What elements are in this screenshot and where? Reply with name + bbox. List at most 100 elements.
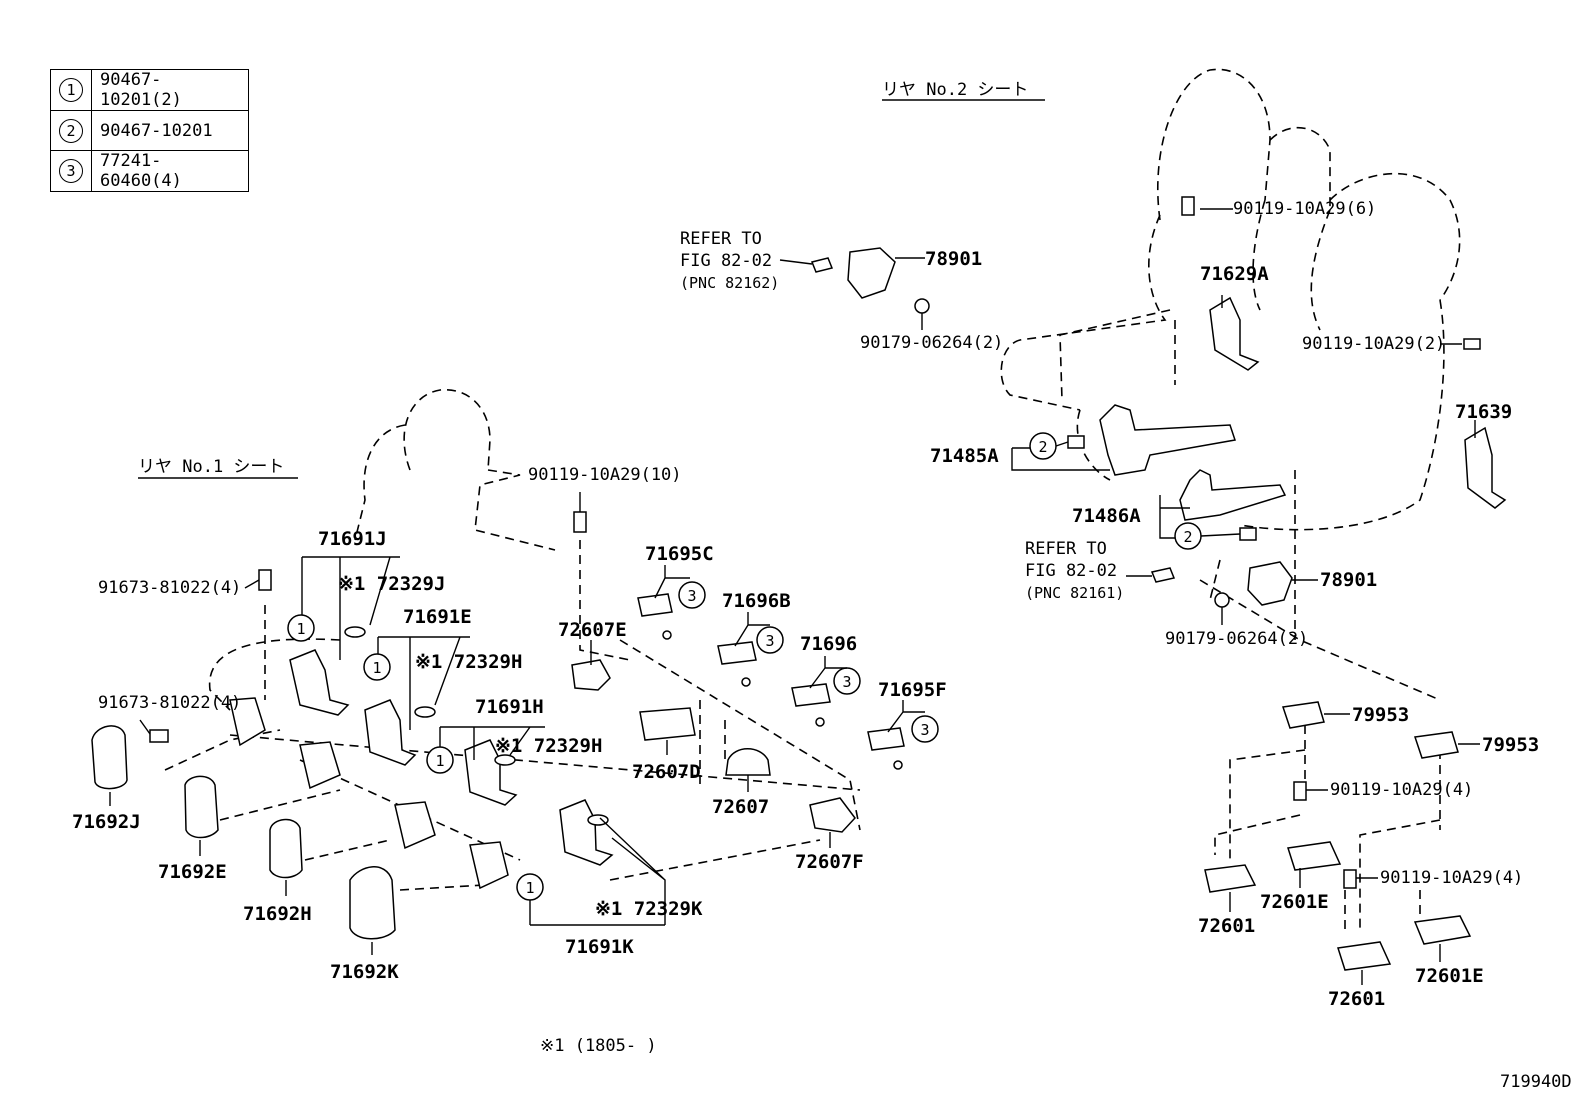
part-label[interactable]: 71486A bbox=[1072, 505, 1141, 527]
part-72607F[interactable] bbox=[809, 797, 856, 833]
part-label[interactable]: 79953 bbox=[1482, 734, 1539, 756]
part-72607E[interactable] bbox=[571, 659, 611, 691]
part-71692H[interactable] bbox=[269, 818, 303, 879]
part-label[interactable]: 91673-81022(4) bbox=[98, 578, 241, 598]
part-label[interactable]: 72601 bbox=[1328, 988, 1385, 1010]
part-label[interactable]: 79953 bbox=[1352, 704, 1409, 726]
legend-part[interactable]: 77241-60460(4) bbox=[91, 150, 249, 192]
refer-label[interactable]: FIG 82-02 bbox=[1025, 561, 1117, 581]
bolt-icon[interactable] bbox=[149, 729, 169, 743]
part-label[interactable]: 72607E bbox=[558, 619, 627, 641]
part-label[interactable]: 91673-81022(4) bbox=[98, 693, 241, 713]
part-label[interactable]: 78901 bbox=[925, 248, 982, 270]
part-78901[interactable] bbox=[1247, 561, 1293, 606]
nut-icon[interactable] bbox=[1214, 592, 1230, 608]
refer-label[interactable]: REFER TO bbox=[680, 229, 762, 249]
part-71691J[interactable] bbox=[289, 649, 350, 716]
part-72607D[interactable] bbox=[639, 707, 696, 741]
part-72601E[interactable] bbox=[1413, 915, 1472, 945]
seat-back-outline bbox=[1252, 199, 1266, 311]
part-label[interactable]: 71629A bbox=[1200, 263, 1269, 285]
refer-label[interactable]: (PNC 82162) bbox=[680, 274, 779, 292]
part-71691K[interactable] bbox=[559, 799, 614, 866]
part-71695F[interactable] bbox=[867, 727, 905, 751]
part-72601[interactable] bbox=[1204, 864, 1257, 893]
part-label[interactable]: ※1 72329J bbox=[338, 573, 445, 595]
part-label[interactable]: 71692K bbox=[330, 961, 399, 983]
part-label[interactable]: 71692H bbox=[243, 903, 312, 925]
refer-label[interactable]: FIG 82-02 bbox=[680, 251, 772, 271]
part-label[interactable]: 71695C bbox=[645, 543, 714, 565]
legend-part[interactable]: 90467-10201(2) bbox=[91, 69, 249, 111]
bolt-icon[interactable] bbox=[1343, 869, 1357, 889]
footnote: ※1 (1805- ) bbox=[540, 1036, 657, 1056]
part-71696[interactable] bbox=[791, 683, 831, 707]
part-label[interactable]: 72601 bbox=[1198, 915, 1255, 937]
part-71639[interactable] bbox=[1464, 426, 1507, 509]
part-label[interactable]: 72601E bbox=[1415, 965, 1484, 987]
part-label[interactable]: 71695F bbox=[878, 679, 947, 701]
part-label[interactable]: 71639 bbox=[1455, 401, 1512, 423]
part-label[interactable]: 71696B bbox=[722, 590, 791, 612]
clip-icon bbox=[815, 717, 825, 727]
part-79953[interactable] bbox=[1414, 731, 1459, 759]
part-label[interactable]: 90119-10A29(2) bbox=[1302, 334, 1445, 354]
part-label[interactable]: ※1 72329H bbox=[415, 651, 522, 673]
clip-icon bbox=[893, 760, 903, 770]
part-71485A[interactable] bbox=[1099, 404, 1236, 476]
part-label[interactable]: 71691E bbox=[403, 606, 472, 628]
part-72601E[interactable] bbox=[1287, 841, 1342, 871]
hinge-icon bbox=[229, 697, 266, 747]
part-71695C[interactable] bbox=[637, 593, 673, 617]
part-71486A[interactable] bbox=[1179, 469, 1287, 521]
part-label[interactable]: 90119-10A29(4) bbox=[1380, 868, 1523, 888]
leader bbox=[139, 719, 151, 735]
part-label[interactable]: 90179-06264(2) bbox=[1165, 629, 1308, 649]
leader-dash bbox=[229, 734, 861, 791]
legend-table: 1 90467-10201(2) 2 90467-10201 3 77241-6… bbox=[50, 69, 249, 192]
bolt-icon[interactable] bbox=[1463, 338, 1481, 350]
part-label[interactable]: ※1 72329K bbox=[595, 898, 703, 920]
part-label[interactable]: 71692E bbox=[158, 861, 227, 883]
bolt-icon[interactable] bbox=[573, 511, 587, 533]
part-72607[interactable] bbox=[725, 748, 771, 776]
part-71691E[interactable] bbox=[364, 699, 417, 766]
part-label[interactable]: ※1 72329H bbox=[495, 735, 602, 757]
part-label[interactable]: 71691K bbox=[565, 936, 634, 958]
part-label[interactable]: 90179-06264(2) bbox=[860, 333, 1003, 353]
part-71691H[interactable] bbox=[464, 739, 518, 806]
part-label[interactable]: 72607D bbox=[632, 761, 701, 783]
leader-dash bbox=[619, 639, 861, 831]
part-label[interactable]: 71691J bbox=[318, 528, 387, 550]
nut-icon[interactable] bbox=[914, 298, 930, 314]
part-71692J[interactable] bbox=[91, 725, 128, 790]
part-label[interactable]: 90119-10A29(10) bbox=[528, 465, 682, 485]
part-label[interactable]: 72601E bbox=[1260, 891, 1329, 913]
refer-label[interactable]: (PNC 82161) bbox=[1025, 584, 1124, 602]
part-71696B[interactable] bbox=[717, 641, 757, 665]
part-label[interactable]: 71691H bbox=[475, 696, 544, 718]
part-label[interactable]: 72607 bbox=[712, 796, 769, 818]
refer-label[interactable]: REFER TO bbox=[1025, 539, 1107, 559]
bolt-icon[interactable] bbox=[1293, 781, 1307, 801]
callout-1: 1 bbox=[59, 78, 83, 102]
bolt-icon[interactable] bbox=[258, 569, 272, 591]
leader bbox=[1011, 447, 1110, 471]
part-label[interactable]: 71485A bbox=[930, 445, 999, 467]
part-label[interactable]: 71696 bbox=[800, 633, 857, 655]
legend-part[interactable]: 90467-10201 bbox=[91, 110, 249, 151]
clip-icon bbox=[741, 677, 751, 687]
part-71629A[interactable] bbox=[1209, 296, 1260, 371]
part-label[interactable]: 72607F bbox=[795, 851, 864, 873]
part-71692K[interactable] bbox=[349, 866, 396, 940]
part-78901[interactable] bbox=[847, 247, 896, 299]
part-72601[interactable] bbox=[1337, 941, 1392, 971]
part-label[interactable]: 78901 bbox=[1320, 569, 1377, 591]
part-label[interactable]: 90119-10A29(4) bbox=[1330, 780, 1473, 800]
part-label[interactable]: 90119-10A29(6) bbox=[1233, 199, 1376, 219]
part-label[interactable]: 71692J bbox=[72, 811, 141, 833]
part-71692E[interactable] bbox=[184, 775, 219, 839]
bolt-icon[interactable] bbox=[1181, 196, 1195, 216]
callout-3: 3 bbox=[59, 159, 83, 183]
part-79953[interactable] bbox=[1282, 701, 1325, 729]
